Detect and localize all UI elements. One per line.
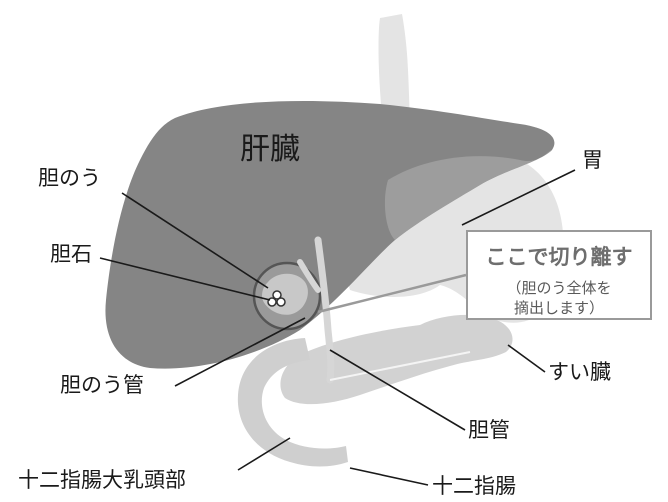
callout-title: ここで切り離す (485, 245, 633, 269)
label-bile-duct: 胆管 (468, 418, 510, 442)
leader-gallstone (99, 257, 271, 301)
liver-left-lobe-overlap (384, 150, 552, 240)
gallstone-3 (272, 290, 282, 300)
leader-bile-duct (329, 349, 466, 431)
callout-note-line2: 摘出します） (513, 299, 604, 318)
label-pancreas: すい臓 (548, 360, 611, 384)
cut-indicator-line (317, 273, 467, 314)
label-gallbladder: 胆のう (38, 166, 101, 190)
leader-gallbladder (121, 192, 269, 289)
leader-papilla (237, 437, 291, 471)
gallstone-2 (276, 297, 286, 307)
leader-stomach (461, 169, 576, 226)
bile-duct-shape (314, 236, 335, 384)
cystic-duct-shape (297, 259, 321, 293)
leader-cystic-duct (174, 317, 306, 387)
pancreas-shape (280, 314, 513, 405)
label-gallstone: 胆石 (50, 242, 92, 266)
label-cystic-duct: 胆のう管 (60, 373, 144, 397)
leader-duodenum (349, 467, 429, 486)
label-papilla: 十二指腸大乳頭部 (18, 468, 186, 492)
cut-callout-box: ここで切り離す （胆のう全体を 摘出します） (466, 230, 652, 320)
duodenum-shape (237, 338, 348, 467)
label-duodenum: 十二指腸 (432, 474, 516, 498)
leader-pancreas (507, 344, 546, 373)
callout-note-line1: （胆のう全体を (506, 279, 612, 297)
label-stomach: 胃 (582, 148, 603, 172)
pancreatic-duct-line (329, 351, 471, 381)
label-liver: 肝臓 (240, 132, 300, 167)
